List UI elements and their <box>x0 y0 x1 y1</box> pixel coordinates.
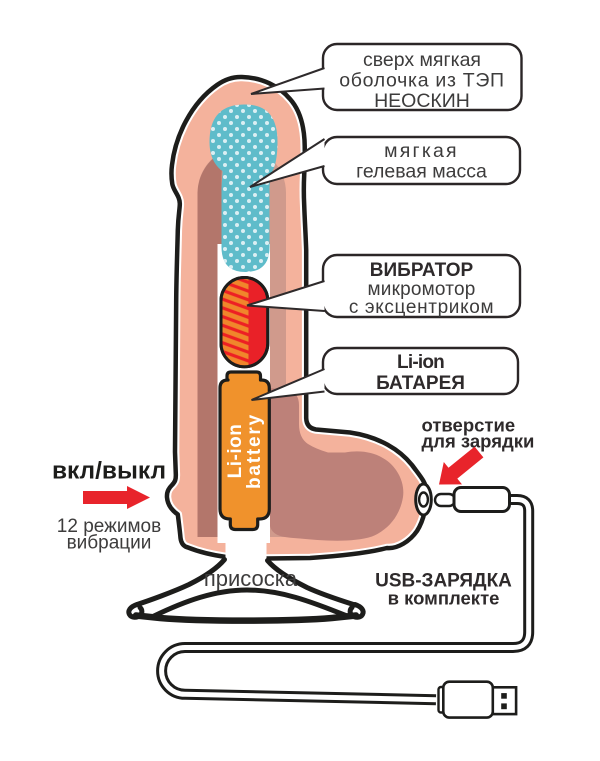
svg-text:гелевая масса: гелевая масса <box>356 161 487 183</box>
svg-text:ВИБРАТОР: ВИБРАТОР <box>370 260 474 281</box>
svg-text:battery: battery <box>244 413 265 489</box>
svg-text:оболочка из ТЭП: оболочка из ТЭП <box>339 70 505 92</box>
svg-text:НЕОСКИН: НЕОСКИН <box>374 90 470 112</box>
svg-text:Li-ion: Li-ion <box>225 424 246 479</box>
svg-text:для зарядки: для зарядки <box>422 431 535 452</box>
svg-text:в комплекте: в комплекте <box>388 588 500 609</box>
svg-text:Li-ion: Li-ion <box>397 352 444 373</box>
svg-text:с эксцентриком: с эксцентриком <box>349 297 494 318</box>
svg-text:мягкая: мягкая <box>384 140 459 162</box>
svg-text:вибрации: вибрации <box>67 533 152 554</box>
svg-text:БАТАРЕЯ: БАТАРЕЯ <box>376 373 465 394</box>
svg-text:микромотор: микромотор <box>368 279 476 300</box>
svg-text:12 режимов: 12 режимов <box>57 516 161 537</box>
svg-text:USB-ЗАРЯДКА: USB-ЗАРЯДКА <box>375 571 512 592</box>
svg-text:вкл/выкл: вкл/выкл <box>52 458 166 485</box>
svg-text:присоска: присоска <box>204 566 298 591</box>
svg-text:сверх мягкая: сверх мягкая <box>363 49 481 71</box>
svg-text:отверстие: отверстие <box>422 415 516 436</box>
